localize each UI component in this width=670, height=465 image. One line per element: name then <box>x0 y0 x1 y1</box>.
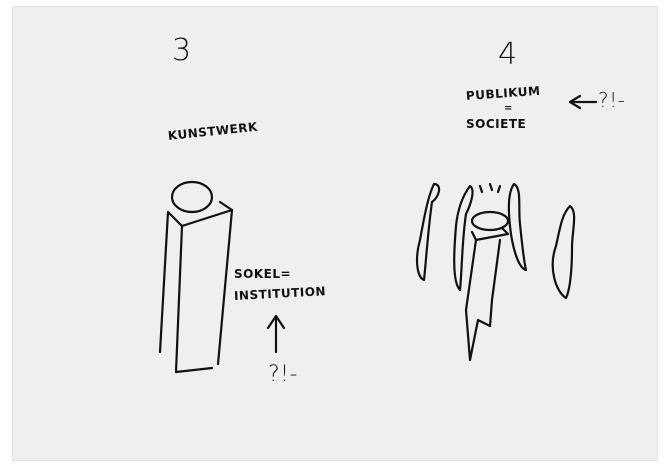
attention-marks <box>480 184 500 192</box>
figure-left-outer <box>417 184 439 280</box>
plinth-left-edge <box>160 212 168 352</box>
societe-label: SOCIETE <box>466 118 526 130</box>
artwork-on-plinth-figure <box>160 182 232 372</box>
artwork-sphere <box>172 182 212 212</box>
panel-number-3: 3 <box>172 36 192 66</box>
plinth-front-right-edge <box>218 210 232 364</box>
question-mark-3: ?!- <box>268 364 298 386</box>
figure-right-outer <box>553 206 574 298</box>
figure-left-inner <box>454 186 472 290</box>
upward-arrow-icon <box>268 316 284 352</box>
plinth-top <box>168 202 232 226</box>
left-arrow-icon <box>570 96 596 108</box>
panel-number-4: 4 <box>498 40 518 70</box>
equals-sign: = <box>504 104 513 114</box>
plinth-front-left-edge <box>176 226 182 372</box>
sokel-label: SOKEL= <box>234 268 291 280</box>
small-plinth-body <box>466 240 500 360</box>
question-mark-4: ?!- <box>598 90 625 110</box>
figure-right-inner <box>509 184 526 270</box>
public-around-artwork-figure <box>417 184 574 360</box>
plinth-base <box>176 368 212 372</box>
